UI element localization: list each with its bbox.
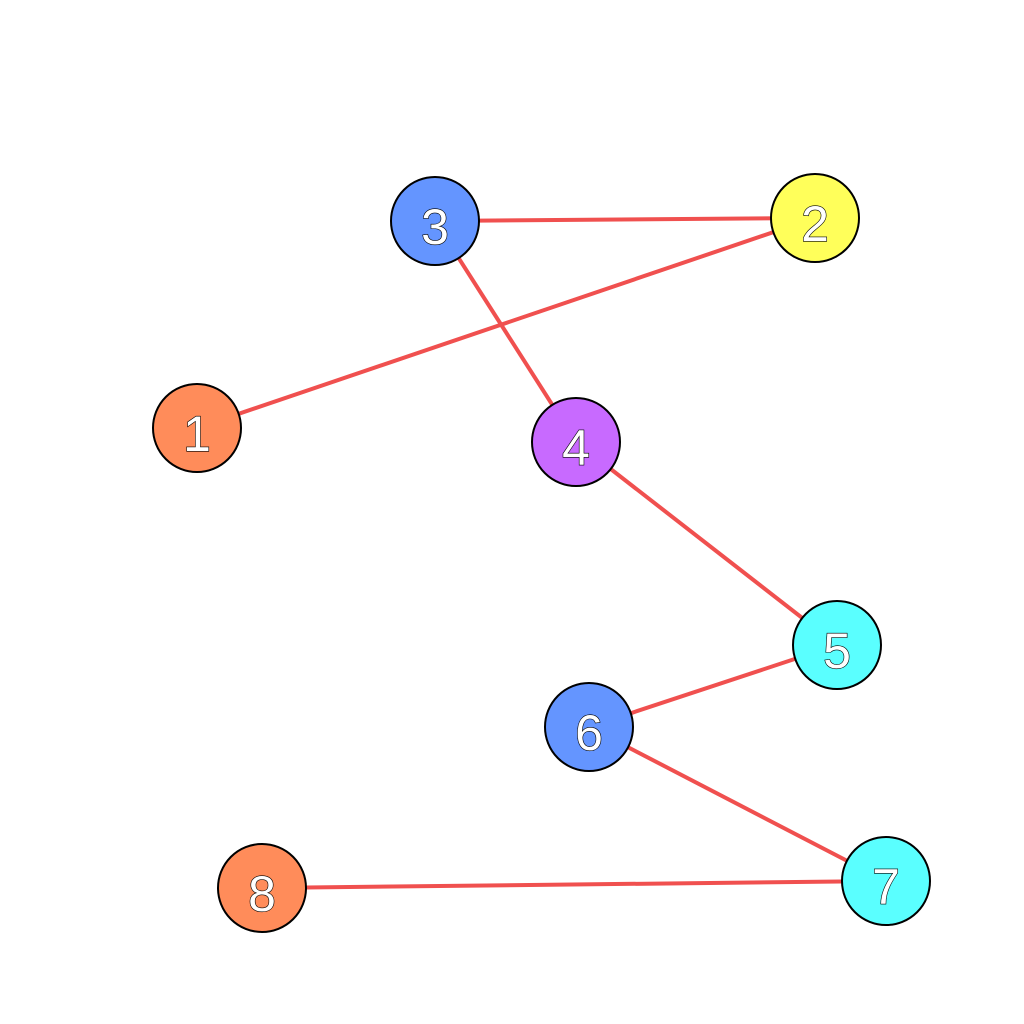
node-label-6: 6	[575, 705, 603, 761]
node-circle-2	[770, 173, 860, 263]
edges-layer	[196, 216, 887, 890]
node-label-8: 8	[248, 866, 276, 922]
node-3: 3	[390, 176, 480, 266]
edge-6-7	[588, 725, 887, 883]
node-8: 8	[217, 843, 307, 933]
node-2: 2	[770, 173, 860, 263]
node-7: 7	[841, 836, 931, 926]
node-4: 4	[531, 397, 621, 487]
node-label-4: 4	[562, 420, 590, 476]
nodes-layer: 1 2 3 4 5 6 7 8	[152, 173, 931, 933]
node-6: 6	[544, 682, 634, 772]
node-circle-1	[152, 383, 242, 473]
node-5: 5	[792, 600, 882, 690]
edge-3-2	[434, 216, 816, 223]
node-label-3: 3	[421, 199, 449, 255]
node-circle-7	[841, 836, 931, 926]
node-label-5: 5	[823, 623, 851, 679]
node-circle-6	[544, 682, 634, 772]
node-circle-4	[531, 397, 621, 487]
edge-1-2	[196, 216, 816, 430]
node-circle-8	[217, 843, 307, 933]
node-label-2: 2	[801, 196, 829, 252]
node-circle-5	[792, 600, 882, 690]
edge-8-7	[261, 879, 887, 890]
node-circle-3	[390, 176, 480, 266]
node-label-7: 7	[872, 859, 900, 915]
node-1: 1	[152, 383, 242, 473]
edge-4-5	[574, 440, 839, 647]
node-label-1: 1	[183, 406, 211, 462]
